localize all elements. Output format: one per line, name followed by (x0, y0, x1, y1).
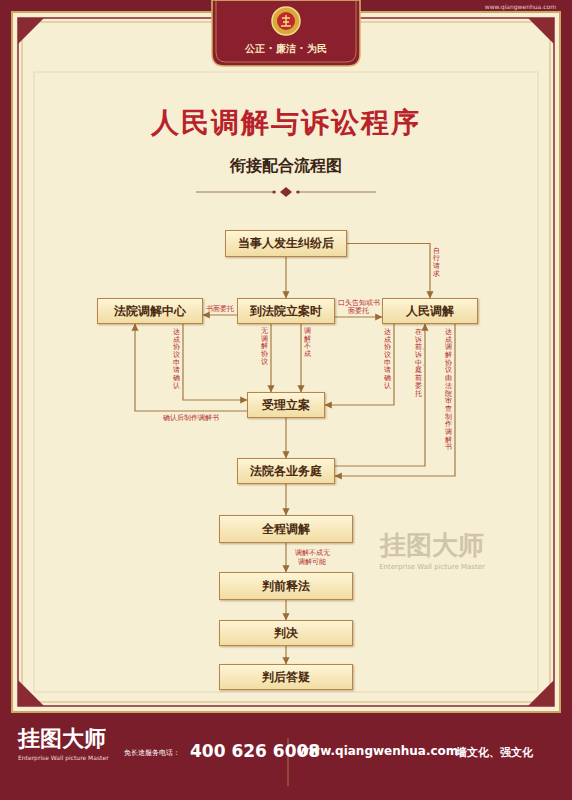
flow-connector (335, 324, 455, 476)
process-box: 判后答疑 (219, 664, 353, 690)
flow-connector (285, 600, 286, 620)
chart-frame (34, 72, 538, 692)
flow-connector (285, 646, 286, 664)
subtitle-diamond (280, 187, 292, 197)
box-text: 判后答疑 (262, 669, 310, 686)
box-text: 当事人发生纠纷后 (238, 235, 334, 252)
footer-logo-subtitle: Enterprise Wall picture Master (18, 754, 109, 761)
flow-connector (203, 314, 237, 315)
emblem-scales (281, 15, 291, 26)
header-tab-inner (216, 0, 356, 62)
box-text: 判前释法 (262, 578, 310, 595)
footer-logo: 挂图大师 (18, 724, 106, 754)
header-tab (212, 0, 360, 66)
edge-label: 书面委托 (206, 305, 234, 313)
poster-title: 人民调解与诉讼程序 (0, 104, 572, 142)
corner-url: www.qiangwenhua.com (485, 3, 556, 10)
rule-dot (296, 190, 299, 193)
edge-label: 调解不成无调解可能 (292, 549, 332, 565)
watermark-subtitle: Enterprise Wall picture Master (379, 563, 485, 571)
box-text: 全程调解 (262, 521, 310, 538)
box-text: 人民调解 (406, 303, 454, 320)
edge-label: 达成调解协议由法院审查制作调解书 (445, 329, 452, 452)
flow-connector (183, 324, 247, 400)
phone-caption: 免长途服务电话： (124, 748, 180, 758)
website: www.qiangwenhua.com (298, 744, 458, 758)
rule-dot (272, 190, 275, 193)
flow-connector (285, 484, 286, 515)
flow-connector (135, 324, 247, 411)
court-emblem (272, 7, 300, 35)
box-text: 受理立案 (262, 397, 310, 414)
flow-connector (285, 543, 286, 572)
slogan: 墙文化、强文化 (456, 745, 533, 760)
process-box: 判决 (219, 620, 353, 646)
process-box: 法院各业务庭 (237, 458, 335, 484)
process-box: 判前释法 (219, 572, 353, 600)
process-box: 全程调解 (219, 515, 353, 543)
flow-connector (270, 324, 271, 392)
watermark: 挂图大师 (380, 528, 484, 563)
court-emblem-core (277, 12, 295, 30)
subtitle: 衔接配合流程图 (230, 156, 342, 177)
edge-label: 确认后制作调解书 (163, 414, 219, 422)
flow-connector (347, 244, 430, 299)
process-box: 法院调解中心 (97, 298, 203, 324)
flow-connector (335, 324, 425, 466)
edge-label: 达成协议申请确认 (384, 329, 391, 391)
edge-label: 达成协议申请确认 (173, 329, 180, 391)
process-box: 受理立案 (247, 392, 325, 418)
box-text: 判决 (274, 625, 298, 642)
flow-connector (300, 324, 301, 392)
box-text: 法院调解中心 (114, 303, 186, 320)
flow-connector (335, 316, 382, 317)
flow-connector (285, 418, 286, 458)
process-box: 人民调解 (382, 298, 478, 324)
edge-label: 自行请求 (433, 248, 440, 279)
flow-connector (285, 257, 286, 298)
edge-label: 调解不成 (304, 328, 311, 359)
box-text: 法院各业务庭 (250, 463, 322, 480)
process-box: 到法院立案时 (237, 298, 335, 324)
edge-label: 口头告知或书面委托 (337, 299, 381, 315)
flow-connector (325, 324, 394, 405)
edge-label: 无调解协议 (261, 328, 268, 366)
edge-label: 在诉前、诉中、庭前委托 (415, 329, 422, 398)
box-text: 到法院立案时 (250, 303, 322, 320)
process-box: 当事人发生纠纷后 (225, 230, 347, 257)
motto: 公正 · 廉洁 · 为民 (245, 42, 327, 56)
